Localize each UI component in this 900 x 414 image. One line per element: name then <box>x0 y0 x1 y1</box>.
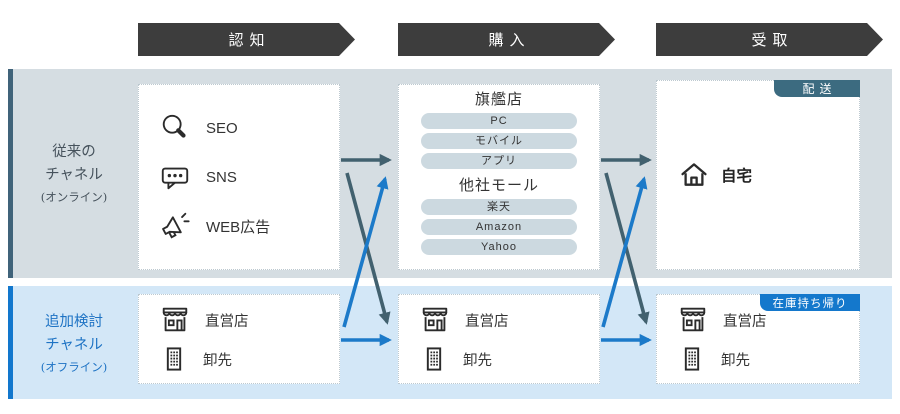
card-consider-offline: 直営店 卸先 <box>138 294 340 384</box>
chat-bubble-icon <box>159 161 191 193</box>
list-item-label: SNS <box>206 168 237 186</box>
lane-offline-title-line1: 追加検討 <box>45 314 103 330</box>
group-heading-flagship: 旗艦店 <box>474 91 523 108</box>
card-purchase-online: 旗艦店 PC モバイル アプリ 他社モール 楽天 Amazon Yahoo <box>398 84 600 270</box>
pill-pc: PC <box>421 113 577 129</box>
pill-mobile: モバイル <box>421 133 577 149</box>
list-item-direct-store: 直営店 <box>419 304 599 336</box>
list-item-wholesaler: 卸先 <box>159 344 339 374</box>
stock-pickup-badge: 在庫持ち帰り <box>760 294 860 311</box>
list-item-label: 卸先 <box>721 352 750 369</box>
search-icon <box>159 112 191 144</box>
lane-online-title-line2: チャネル <box>45 167 103 183</box>
list-item-direct-store: 直営店 <box>159 304 339 336</box>
stage-arrow-awareness: 認知 <box>138 23 355 56</box>
list-item-label: 直営店 <box>465 313 509 330</box>
delivery-badge: 配送 <box>774 80 860 97</box>
storefront-icon <box>159 304 191 336</box>
group-heading-malls: 他社モール <box>458 177 539 194</box>
stage-arrow-receive: 受取 <box>656 23 883 56</box>
list-item-label: 直営店 <box>205 313 249 330</box>
list-item-wholesaler: 卸先 <box>419 344 599 374</box>
pill-yahoo: Yahoo <box>421 239 577 255</box>
stage-arrow-purchase: 購入 <box>398 23 615 56</box>
pill-amazon: Amazon <box>421 219 577 235</box>
storefront-icon <box>677 304 709 336</box>
card-purchase-offline: 直営店 卸先 <box>398 294 600 384</box>
lane-label-online: 従来の チャネル (オンライン) <box>13 141 135 207</box>
lane-label-offline: 追加検討 チャネル (オフライン) <box>13 311 135 377</box>
list-item-label: WEB広告 <box>206 218 271 236</box>
list-item-label: 卸先 <box>203 352 232 369</box>
list-item-label: 直営店 <box>723 313 767 330</box>
building-icon <box>159 344 189 374</box>
list-item-seo: SEO <box>159 112 339 144</box>
card-receive-online: 配送 自宅 <box>656 80 860 270</box>
pill-app: アプリ <box>421 153 577 169</box>
list-item-wholesaler: 卸先 <box>677 344 859 374</box>
stage-label-awareness: 認知 <box>228 32 271 49</box>
list-item-sns: SNS <box>159 161 339 193</box>
building-icon <box>677 344 707 374</box>
lane-offline-title-line2: チャネル <box>45 337 103 353</box>
list-item-label: SEO <box>206 119 238 137</box>
list-item-direct-store: 直営店 <box>677 304 859 336</box>
card-awareness-online: SEO SNS <box>138 84 340 270</box>
stage-label-purchase: 購入 <box>488 32 531 49</box>
building-icon <box>419 344 449 374</box>
megaphone-icon <box>159 210 191 242</box>
lane-online-subtitle: (オンライン) <box>40 190 108 204</box>
lane-online-title-line1: 従来の <box>52 144 96 160</box>
storefront-icon <box>419 304 451 336</box>
pill-rakuten: 楽天 <box>421 199 577 215</box>
list-item-web-ad: WEB広告 <box>159 210 339 242</box>
card-receive-offline: 在庫持ち帰り 直営店 卸先 <box>656 294 860 384</box>
stage-label-receive: 受取 <box>751 32 794 49</box>
list-item-label: 卸先 <box>463 352 492 369</box>
lane-offline-subtitle: (オフライン) <box>40 360 108 374</box>
home-label: 自宅 <box>721 168 753 185</box>
home-icon <box>679 160 709 190</box>
